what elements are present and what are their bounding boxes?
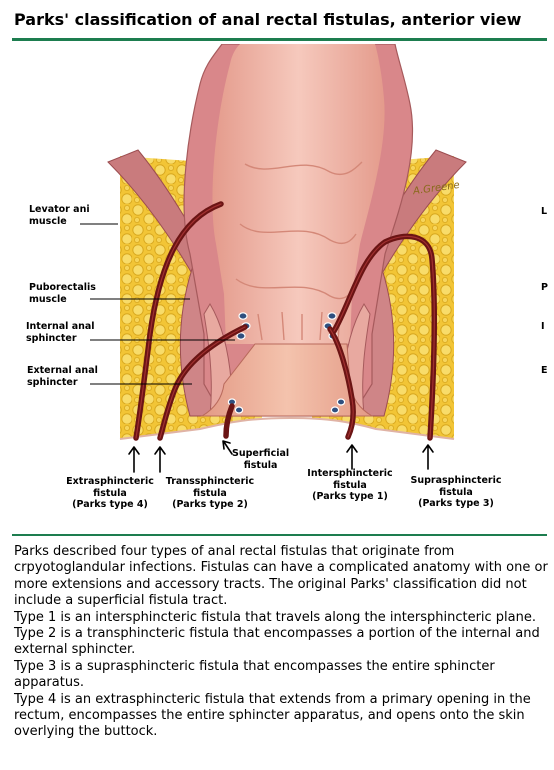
label-right-edge-2: P <box>541 282 548 293</box>
leader-lines <box>80 223 235 385</box>
figure-caption: Parks described four types of anal recta… <box>14 544 548 741</box>
page-title: Parks' classification of anal rectal fis… <box>14 10 522 29</box>
superficial-fistula-tract <box>223 403 235 439</box>
fistula-highlights <box>135 203 435 439</box>
caption-paragraph: Type 4 is an extrasphincteric fistula th… <box>14 691 531 740</box>
title-divider <box>12 38 547 41</box>
arrow-transsphincteric <box>154 446 166 473</box>
caption-paragraph: Type 3 is a suprasphincteric fistula tha… <box>14 658 495 691</box>
mucosal-folds <box>235 161 363 341</box>
arrow-extrasphincteric <box>128 446 140 473</box>
caption-divider <box>12 534 547 536</box>
arrow-intersphincteric <box>346 444 358 470</box>
rectal-mucosa <box>212 44 385 344</box>
perianal-skin <box>0 418 554 530</box>
caption-paragraph: Type 1 is an intersphincteric fistula th… <box>14 609 536 625</box>
arrow-suprasphincteric <box>422 444 434 470</box>
caption-paragraph: Parks described four types of anal recta… <box>14 544 548 609</box>
skin-line <box>119 416 455 440</box>
label-right-edge-1: L <box>541 206 548 217</box>
caption-paragraph: Type 2 is a transphincteric fistula that… <box>14 626 540 658</box>
arrows <box>128 440 434 473</box>
label-right-edge-4: E <box>541 365 548 376</box>
arrow-superficial <box>222 440 233 455</box>
anatomy-illustration <box>0 44 554 530</box>
label-right-edge-3: I <box>541 321 545 332</box>
